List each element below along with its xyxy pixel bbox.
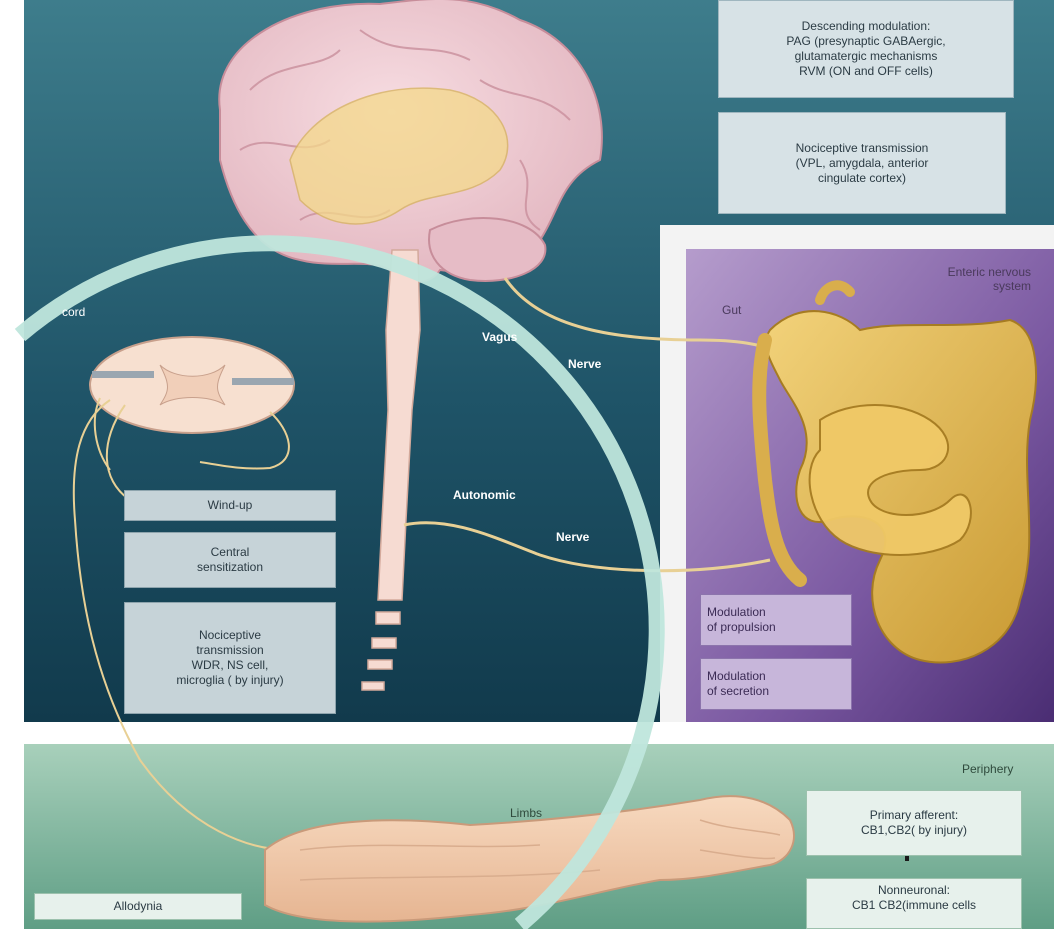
periphery-label: Periphery — [962, 762, 1013, 776]
vagus-label: Vagus — [482, 330, 517, 344]
nociceptive-transmission-spinal-box: Nociceptive transmission WDR, NS cell, m… — [124, 602, 336, 714]
cerebellum — [429, 218, 545, 281]
modulation-propulsion-box: Modulation of propulsion — [700, 594, 852, 646]
nociceptive-transmission-brain-box: Nociceptive transmission (VPL, amygdala,… — [718, 112, 1006, 214]
limbs-label: Limbs — [510, 806, 542, 820]
vagus-nerve-label: Nerve — [568, 357, 601, 371]
autonomic-nerve-label: Nerve — [556, 530, 589, 544]
central-sensitization-box: Central sensitization — [124, 532, 336, 588]
autonomic-label: Autonomic — [453, 488, 516, 502]
enteric-nervous-system-label: Enteric nervous system — [895, 265, 1031, 293]
primary-afferent-box: Primary afferent: CB1,CB2( by injury) — [806, 790, 1022, 856]
allodynia-box: Allodynia — [34, 893, 242, 920]
gut-label: Gut — [722, 303, 741, 317]
windup-box: Wind-up — [124, 490, 336, 521]
nonneuronal-box: Nonneuronal: CB1 CB2(immune cells — [806, 878, 1022, 929]
descending-modulation-box: Descending modulation: PAG (presynaptic … — [718, 0, 1014, 98]
spinal-cord-label: cord — [62, 305, 85, 319]
modulation-secretion-box: Modulation of secretion — [700, 658, 852, 710]
